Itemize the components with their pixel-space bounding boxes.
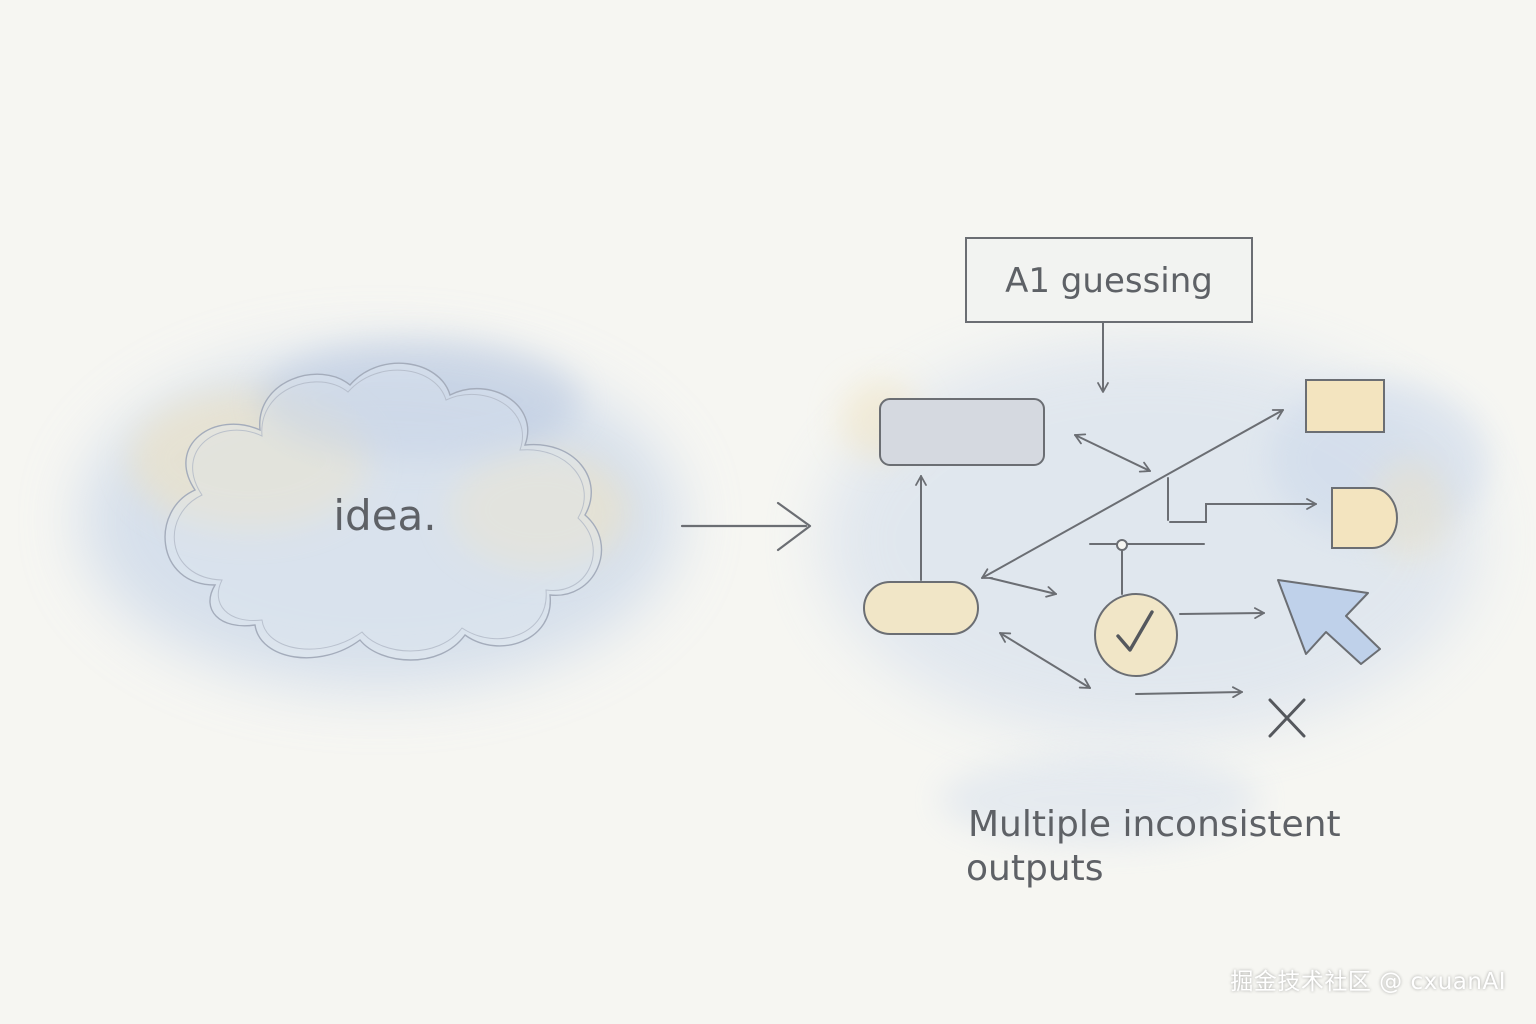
pill-node [863, 581, 979, 635]
cursor-icon [1277, 579, 1381, 665]
junction-dot [1116, 539, 1128, 551]
idea-label: idea. [333, 491, 436, 540]
caption-line-2: outputs [966, 848, 1104, 889]
watercolor-wash-left [80, 340, 680, 690]
yellow-square-node [1305, 379, 1385, 433]
check-icon [1116, 610, 1154, 652]
grey-rect-node [879, 398, 1045, 466]
ai-guessing-box: A1 guessing [965, 237, 1253, 323]
main-arrow-head [776, 501, 812, 552]
cross-icon [1268, 698, 1306, 738]
check-circle [1094, 593, 1178, 677]
ai-guessing-label: A1 guessing [1005, 261, 1213, 301]
connector-lines [915, 409, 1317, 699]
d-shape-node [1331, 487, 1398, 549]
watermark: 掘金技术社区 @ cxuanAI [1230, 969, 1506, 995]
idea-cloud: idea. [164, 362, 603, 661]
caption-line-1: Multiple inconsistent [968, 804, 1341, 845]
